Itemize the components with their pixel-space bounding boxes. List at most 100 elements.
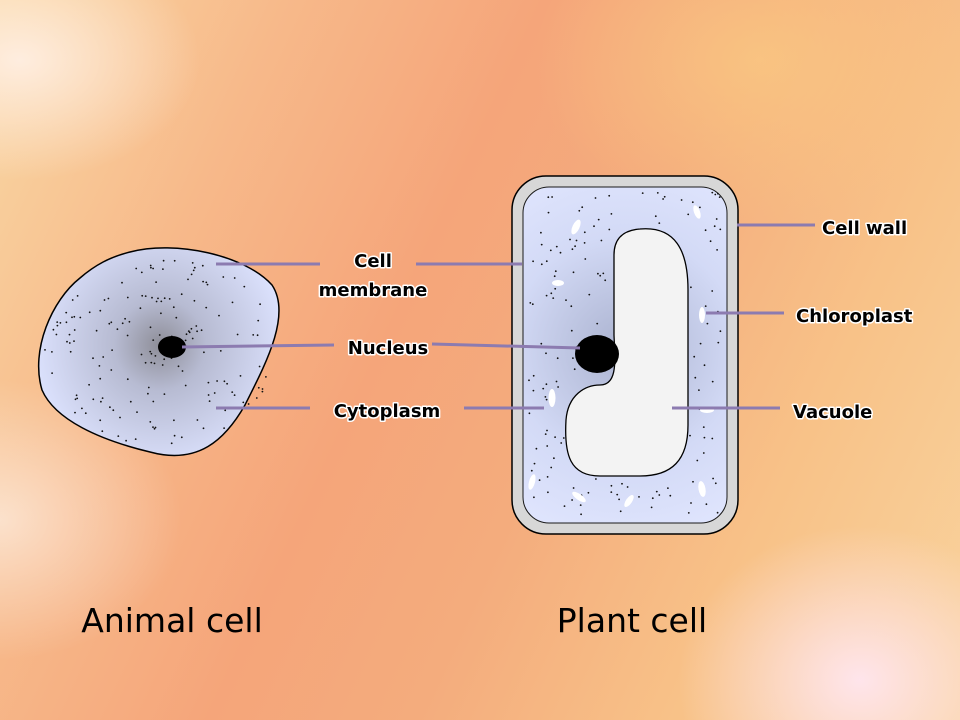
granule xyxy=(597,218,600,221)
granule xyxy=(51,351,53,353)
granule xyxy=(73,315,76,318)
chloroplast xyxy=(698,481,706,497)
granule xyxy=(219,350,222,352)
granule xyxy=(651,497,654,500)
granule xyxy=(718,196,721,199)
granule xyxy=(706,322,709,325)
granule xyxy=(719,330,722,333)
granule xyxy=(540,342,543,345)
label-nucleus: Nucleus xyxy=(348,338,428,359)
granule xyxy=(192,269,195,272)
label-vacuole: Vacuole xyxy=(793,402,872,423)
granule xyxy=(161,364,164,366)
granule xyxy=(190,273,193,276)
granule xyxy=(570,305,573,308)
granule xyxy=(690,286,692,289)
granule xyxy=(233,394,236,396)
granule xyxy=(88,311,91,314)
granule xyxy=(255,397,258,399)
granule xyxy=(147,392,149,395)
granule xyxy=(626,486,629,488)
granule xyxy=(126,334,129,337)
granule xyxy=(134,438,137,440)
granule xyxy=(641,192,644,195)
granule xyxy=(711,437,714,440)
granule xyxy=(553,457,555,460)
granule xyxy=(109,406,111,409)
granule xyxy=(185,333,188,336)
granule xyxy=(202,280,205,283)
granule xyxy=(149,264,152,267)
granule xyxy=(533,462,536,465)
granule xyxy=(107,297,110,300)
granule xyxy=(618,498,620,501)
granule xyxy=(573,368,576,371)
granule xyxy=(202,427,205,430)
granule xyxy=(76,295,79,297)
granule xyxy=(184,384,187,387)
granule xyxy=(195,325,198,327)
plant-nucleus xyxy=(575,335,619,373)
plant-cell xyxy=(511,175,739,535)
granule xyxy=(56,321,59,323)
granule xyxy=(116,328,119,331)
granule xyxy=(242,401,245,404)
granule xyxy=(92,398,95,401)
granule xyxy=(655,490,658,493)
granule xyxy=(129,400,132,403)
granule xyxy=(555,380,558,383)
granule xyxy=(551,196,553,198)
granule xyxy=(187,330,190,332)
granule xyxy=(704,305,707,307)
granule xyxy=(563,505,566,507)
granule xyxy=(689,434,691,437)
chloroplast xyxy=(552,280,564,286)
granule xyxy=(243,285,246,288)
granule xyxy=(528,379,530,382)
chloroplast xyxy=(699,307,705,323)
granule xyxy=(150,361,153,364)
granule xyxy=(68,342,71,344)
granule xyxy=(621,482,623,485)
granule xyxy=(173,259,176,262)
granule xyxy=(575,239,578,242)
granule xyxy=(52,328,55,331)
granule xyxy=(101,397,104,399)
granule xyxy=(71,316,73,319)
granule xyxy=(602,272,605,275)
granule xyxy=(545,294,548,297)
granule xyxy=(717,192,719,195)
granule xyxy=(239,375,242,377)
granule xyxy=(560,442,563,444)
chloroplast xyxy=(528,474,536,490)
granule xyxy=(699,342,702,345)
granule xyxy=(692,480,694,483)
granule xyxy=(207,381,210,384)
granule xyxy=(151,296,153,299)
granule xyxy=(547,196,550,199)
granule xyxy=(213,392,216,394)
granule xyxy=(717,341,720,344)
granule xyxy=(529,302,532,304)
granule xyxy=(175,316,178,319)
granule xyxy=(616,493,619,496)
granule xyxy=(545,352,547,355)
granule xyxy=(76,397,79,400)
granule xyxy=(191,337,194,340)
granule xyxy=(690,502,692,504)
granule xyxy=(75,394,78,397)
granule xyxy=(532,374,535,377)
granule xyxy=(111,349,113,351)
granule xyxy=(572,271,575,274)
granule xyxy=(555,245,558,248)
granule xyxy=(610,491,613,493)
granule xyxy=(596,322,599,325)
granule xyxy=(163,297,166,300)
granule xyxy=(691,201,694,204)
granule xyxy=(108,322,111,325)
granule xyxy=(73,329,76,331)
granule xyxy=(236,333,239,336)
granule xyxy=(552,297,555,299)
granule xyxy=(570,329,573,332)
